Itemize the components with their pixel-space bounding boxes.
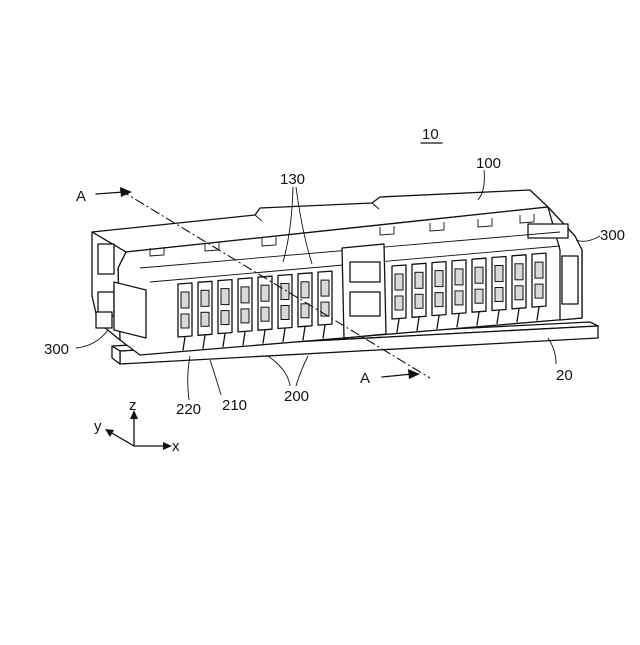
x-axis-head [163,442,172,450]
terminal-contact [475,267,483,283]
left-end-slot [98,244,114,274]
terminal-body [532,253,546,307]
y-axis-line [110,432,134,446]
center-divider [342,244,386,338]
terminal-body [392,265,406,319]
terminal-contact [455,269,463,285]
leader-contact-a [210,360,221,395]
terminal-contact [201,290,209,306]
terminal-contact [455,291,463,305]
ref-housing-label: 100 [476,155,501,172]
divider-window [350,262,380,282]
terminal-contact [281,306,289,320]
leader-latch-left [76,330,108,348]
terminal-contact [475,289,483,303]
terminal-contact [221,311,229,325]
terminal-contact [241,287,249,303]
terminal-body [198,281,212,335]
terminal-contact [281,284,289,300]
terminal-contact [535,284,543,298]
leader-base [548,338,556,364]
terminal-body [452,260,466,314]
divider-window [350,292,380,316]
x-axis-label: x [172,438,180,455]
terminal-body [412,263,426,317]
leader-contact-b [188,356,190,400]
coordinate-axes: z x y [94,397,180,455]
ref-latch-left-label: 300 [44,341,69,358]
terminal-contact [395,296,403,310]
leader-latch-right [576,236,600,241]
terminal-body [512,255,526,309]
terminal-contact [515,286,523,300]
terminal-contact [415,272,423,288]
terminal-contact [221,289,229,305]
terminal-contact [395,274,403,290]
terminal-contact [261,285,269,301]
terminal-contact [435,271,443,287]
terminal-contact [301,282,309,298]
leader-terminals [268,356,290,386]
terminal-contact [515,264,523,280]
ref-contact-a-label: 210 [222,397,247,414]
terminal-contact [261,307,269,321]
assembly-reference: 10 [421,126,442,143]
terminal-contact [301,304,309,318]
terminal-body [218,280,232,334]
y-axis-label: y [94,418,102,435]
section-label-end: A [360,370,370,387]
terminal-body [472,258,486,312]
terminal-body [318,271,332,325]
assembly-ref-label: 10 [422,126,439,143]
ref-contact-b-label: 220 [176,401,201,418]
section-arrow-start-head [120,187,132,197]
right-latch-slot [562,256,578,304]
terminal-body [258,276,272,330]
terminal-body [178,283,192,337]
left-latch-hook [96,312,112,328]
ref-terminal-row-label: 130 [280,171,305,188]
ref-terminals-label: 200 [284,388,309,405]
terminal-body [432,262,446,316]
terminal-contact [495,288,503,302]
terminal-contact [495,266,503,282]
section-label-start: A [76,188,86,205]
terminal-contact [181,292,189,308]
terminal-body [278,275,292,329]
ref-latch-right-label: 300 [600,227,625,244]
terminal-body [238,278,252,332]
terminal-body [298,273,312,327]
section-arrow-end-shaft [382,374,412,377]
terminal-contact [415,294,423,308]
z-axis-label: z [129,397,137,414]
section-arrow-start-shaft [96,192,124,194]
right-latch-window [528,224,568,238]
terminal-body [492,257,506,311]
terminal-contact [241,309,249,323]
terminal-contact [321,280,329,296]
leader-terminals [296,356,308,386]
terminal-contact [435,293,443,307]
terminal-contact [181,314,189,328]
left-latch [114,282,146,338]
terminal-contact [535,262,543,278]
ref-base-label: 20 [556,367,573,384]
terminal-contact [201,312,209,326]
